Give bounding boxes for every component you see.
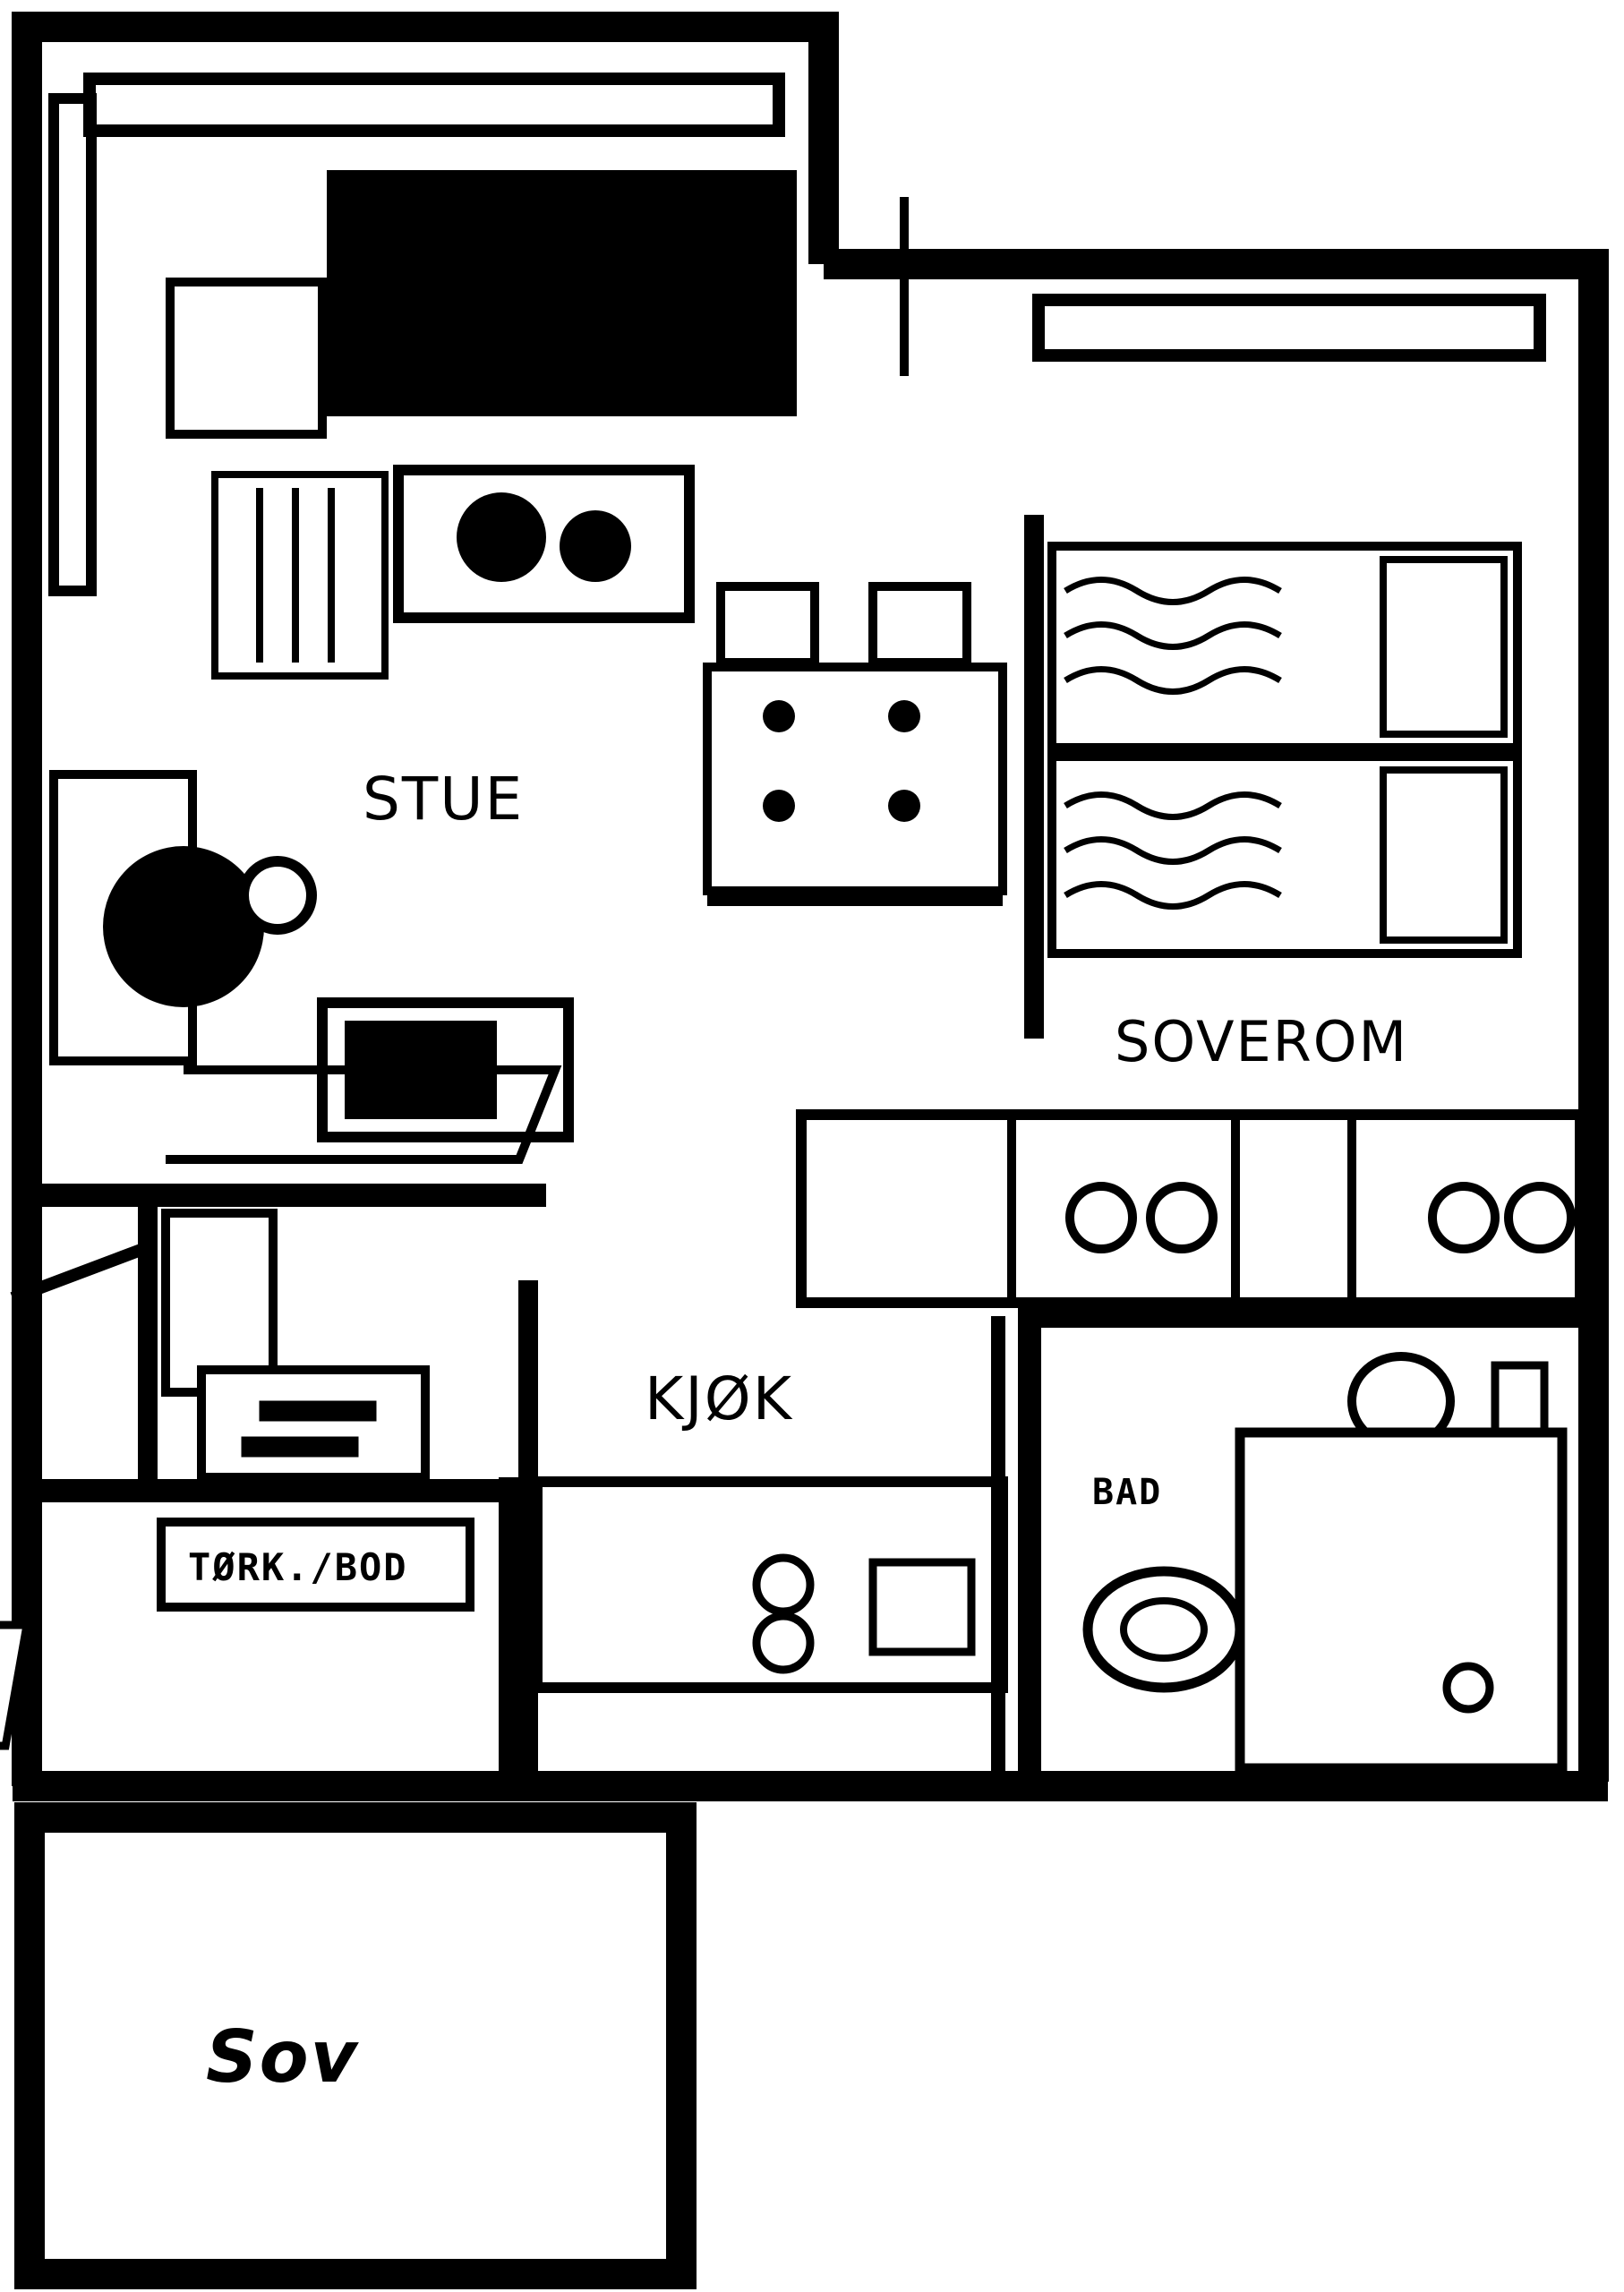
windows — [48, 73, 1546, 596]
soverom-furniture — [796, 542, 1586, 1308]
dining-table — [703, 582, 1007, 906]
room-label-sov: Sov — [206, 2015, 360, 2099]
stove — [197, 1365, 430, 1482]
room-label-kjokken: KJØK — [645, 1364, 793, 1433]
kjokken-fixtures — [518, 1280, 1008, 1782]
bad-fixtures — [1082, 1352, 1568, 1774]
sov-room — [14, 1802, 697, 2289]
armchair — [103, 846, 264, 1007]
sov-walls — [14, 1802, 697, 2289]
stue-furniture — [49, 170, 1007, 1164]
room-label-tork-bod: TØRK./BOD — [188, 1545, 408, 1589]
room-label-bad: BAD — [1092, 1472, 1162, 1513]
bod-label-plate — [157, 1518, 474, 1612]
place-settings — [763, 700, 920, 822]
pillow-2 — [1380, 766, 1508, 944]
side-cabinet — [166, 278, 327, 439]
room-label-soverom: SOVEROM — [1115, 1009, 1408, 1074]
drying-rack — [0, 1621, 32, 1750]
bookshelf — [211, 471, 389, 680]
kitchen-sink — [868, 1558, 976, 1656]
tv-cabinet — [327, 170, 797, 416]
pillow-1 — [1380, 556, 1508, 738]
shower — [1235, 1427, 1568, 1774]
room-label-stue: STUE — [363, 765, 524, 834]
entry-fixtures — [0, 1209, 474, 1750]
interior-walls — [13, 515, 1594, 1786]
